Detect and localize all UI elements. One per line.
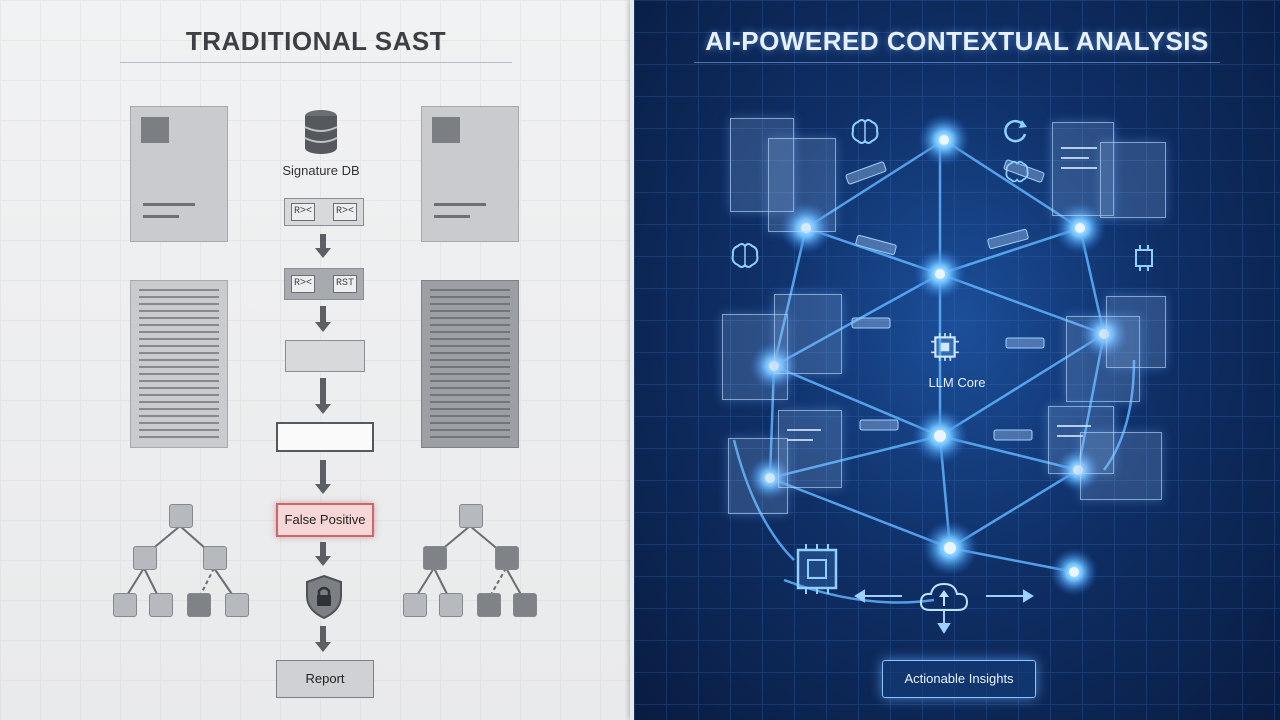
- database-icon: [304, 110, 338, 154]
- source-document-left: [130, 106, 228, 242]
- tree-node: [133, 546, 157, 570]
- right-panel-title: AI-POWERED CONTEXTUAL ANALYSIS: [705, 26, 1209, 56]
- tree-node: [495, 546, 519, 570]
- signature-db-label: Signature DB: [282, 163, 360, 178]
- tree-node: [187, 593, 211, 617]
- regex-token: R><: [333, 203, 357, 221]
- document-card: [768, 138, 836, 232]
- regex-token: R><: [291, 203, 315, 221]
- text-line: [143, 203, 195, 206]
- refresh-icon: [1004, 119, 1027, 143]
- traditional-sast-panel: TRADITIONAL SAST Signature DB: [0, 0, 632, 720]
- report-box: Report: [276, 660, 374, 698]
- tree-node: [423, 546, 447, 570]
- brain-icon: [1005, 160, 1029, 183]
- left-panel-title: TRADITIONAL SAST: [185, 26, 447, 56]
- document-card: [722, 314, 788, 400]
- chip-icon: [796, 544, 838, 594]
- shield-lock-icon: [306, 574, 342, 620]
- document-card: [774, 294, 842, 374]
- text-line: [143, 215, 179, 218]
- document-card: [1100, 142, 1166, 218]
- tree-node: [459, 504, 483, 528]
- cloud-icon: [919, 582, 969, 611]
- code-listing-right: [421, 280, 519, 448]
- tree-node: [149, 593, 173, 617]
- document-card: [1048, 406, 1114, 474]
- text-line: [434, 215, 470, 218]
- code-lines: [139, 289, 219, 439]
- tree-node: [513, 593, 537, 617]
- document-card: [1066, 316, 1140, 402]
- tree-node: [477, 593, 501, 617]
- pattern-match-box: R>< RST: [284, 268, 364, 300]
- image-placeholder: [432, 117, 460, 143]
- title-rule: [120, 62, 512, 63]
- code-lines: [430, 289, 510, 439]
- processing-box: [285, 340, 365, 372]
- chip-icon: [1135, 245, 1153, 271]
- document-card: [1052, 122, 1114, 216]
- regex-token: RST: [333, 275, 357, 293]
- image-placeholder: [141, 117, 169, 143]
- chip-icon: [931, 333, 959, 361]
- source-document-right: [421, 106, 519, 242]
- title-rule: [694, 62, 1220, 63]
- regex-token: R><: [291, 275, 315, 293]
- llm-core-label: LLM Core: [928, 375, 986, 390]
- document-card: [1080, 432, 1162, 500]
- panel-divider: [630, 0, 634, 720]
- text-line: [434, 203, 486, 206]
- document-card: [730, 118, 794, 212]
- signature-rule-box: R>< R><: [284, 198, 364, 226]
- tree-node: [225, 593, 249, 617]
- tree-node: [169, 504, 193, 528]
- tree-node: [203, 546, 227, 570]
- tree-diagram-lines: [123, 525, 525, 601]
- document-card: [778, 410, 842, 488]
- tree-node: [439, 593, 463, 617]
- actionable-insights-box: Actionable Insights: [882, 660, 1036, 698]
- tree-node: [113, 593, 137, 617]
- tree-node: [403, 593, 427, 617]
- brain-icon: [851, 119, 879, 144]
- output-box: [276, 422, 374, 452]
- document-card: [1106, 296, 1166, 368]
- false-positive-box: False Positive: [276, 503, 374, 537]
- code-listing-left: [130, 280, 228, 448]
- brain-icon: [731, 243, 759, 268]
- ai-analysis-panel: AI-POWERED CONTEXTUAL ANALYSIS: [634, 0, 1280, 720]
